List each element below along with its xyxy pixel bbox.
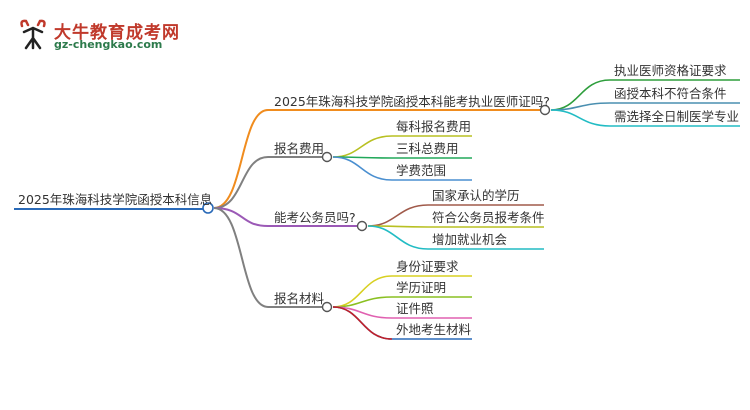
branch-connector	[213, 156, 269, 209]
child-label: 学历证明	[396, 280, 447, 295]
logo: 大牛教育成考网 gz-chengkao.com	[14, 16, 179, 56]
branch-connector	[213, 207, 269, 227]
child-connector	[367, 204, 429, 227]
child-connector	[332, 306, 393, 340]
branch-label: 报名材料	[274, 291, 325, 306]
child-label: 需选择全日制医学专业	[614, 109, 740, 124]
branch-label: 能考公务员吗?	[274, 210, 356, 225]
logo-url: gz-chengkao.com	[54, 38, 163, 51]
child-connector	[332, 135, 393, 158]
child-connector	[550, 102, 611, 111]
root-node	[202, 202, 214, 214]
child-label: 身份证要求	[396, 259, 459, 274]
bull-logo-icon	[20, 19, 46, 50]
child-label: 函授本科不符合条件	[614, 86, 727, 101]
child-connector	[550, 79, 611, 111]
child-label: 学费范围	[396, 163, 447, 178]
child-label: 符合公务员报考条件	[432, 210, 545, 225]
branch-label: 2025年珠海科技学院函授本科能考执业医师证吗?	[274, 94, 550, 109]
branch-connector	[213, 109, 269, 209]
child-label: 执业医师资格证要求	[614, 63, 727, 78]
child-label: 外地考生材料	[396, 322, 472, 337]
root-label: 2025年珠海科技学院函授本科信息	[18, 192, 213, 207]
branch-node	[321, 301, 333, 313]
branch-connector	[213, 207, 269, 308]
child-connector	[332, 156, 393, 181]
child-label: 国家承认的学历	[432, 188, 520, 203]
child-label: 每科报名费用	[396, 119, 472, 134]
child-label: 证件照	[396, 301, 434, 316]
child-label: 三科总费用	[396, 141, 459, 156]
child-label: 增加就业机会	[432, 232, 508, 247]
child-connector	[367, 225, 429, 250]
branch-node	[321, 151, 333, 163]
branch-node	[539, 104, 551, 116]
logo-title: 大牛教育成考网	[54, 23, 180, 43]
branch-node	[356, 220, 368, 232]
branch-label: 报名费用	[274, 141, 325, 156]
child-connector	[550, 109, 611, 127]
